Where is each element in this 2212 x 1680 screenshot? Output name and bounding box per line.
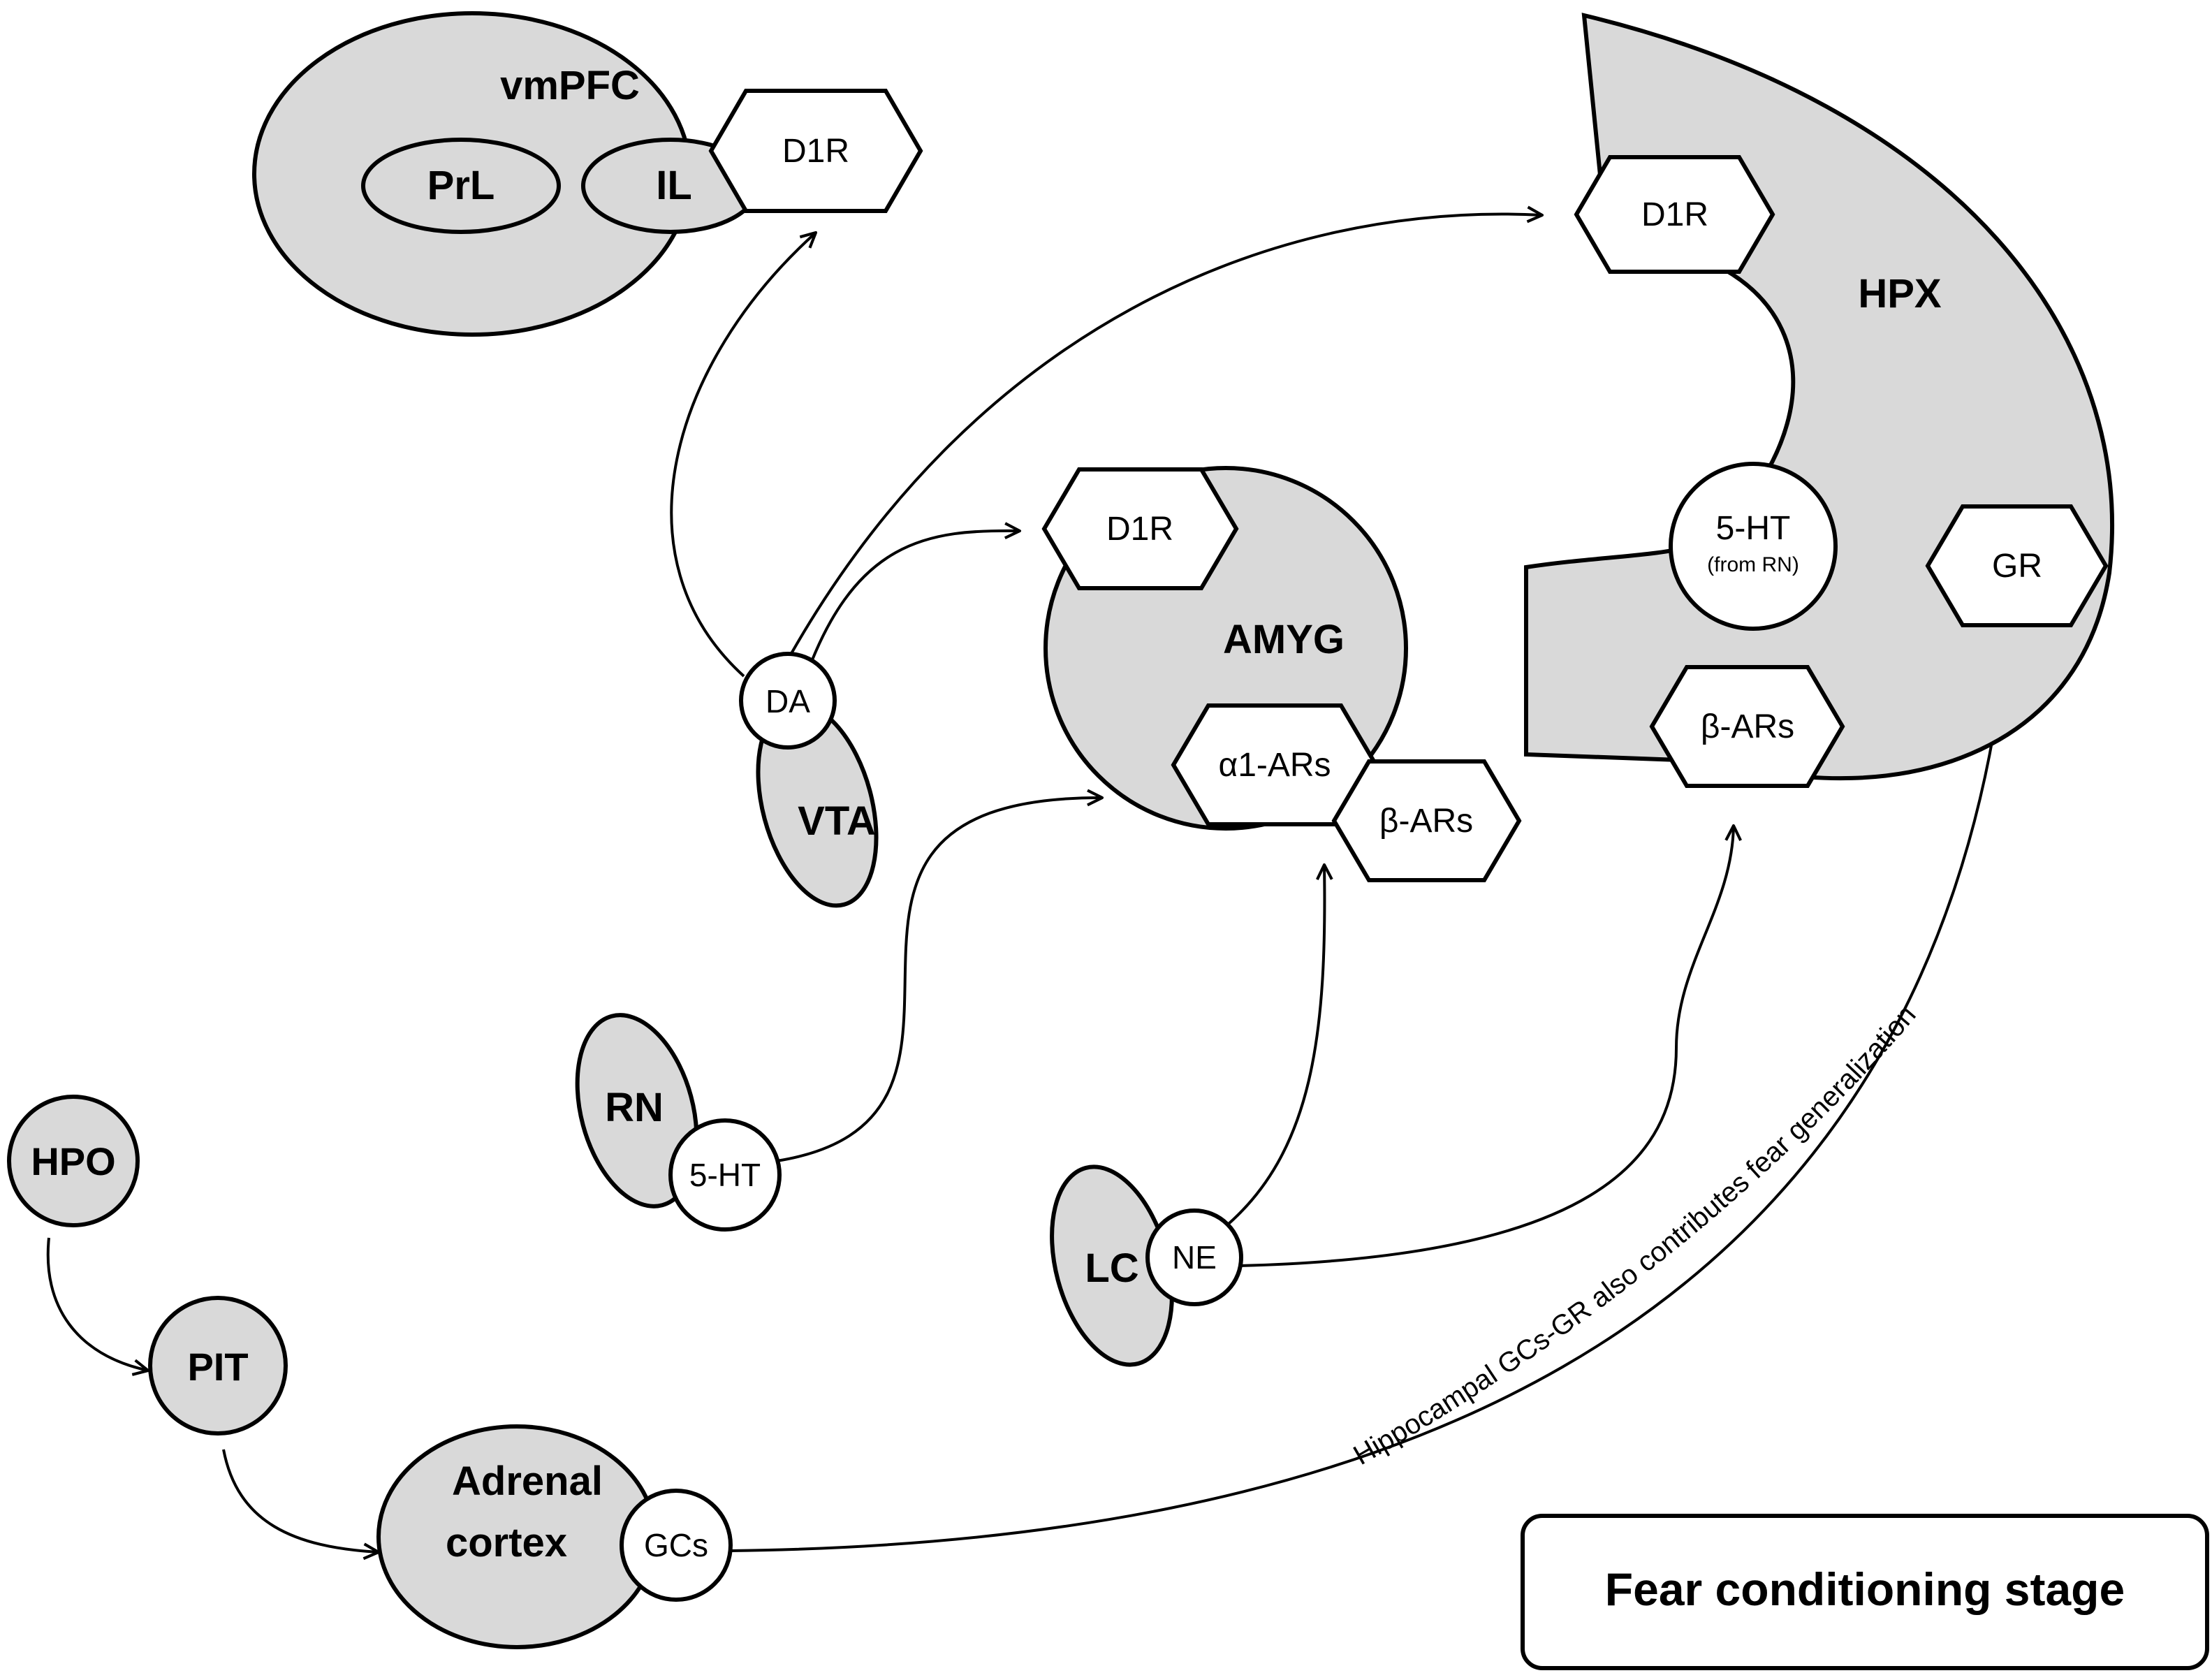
hpx: HPX D1R 5-HT (from RN) GR β-ARs xyxy=(1524,13,2114,788)
il-label: IL xyxy=(656,163,692,208)
arrow-ne-to-hpx-beta xyxy=(1237,824,1742,1267)
ne-transmitter xyxy=(1145,1208,1243,1306)
rn-label: RN xyxy=(605,1085,664,1130)
hpx-region xyxy=(1524,13,2114,781)
gcs-gr-annotation-path: Hippocampal GCs-GR also contributes fear… xyxy=(1348,1000,1921,1471)
arrow-da-to-hpx-d1r xyxy=(782,205,1544,668)
hpo-label: HPO xyxy=(31,1139,115,1183)
vmpfc: vmPFC PrL IL D1R xyxy=(252,11,923,337)
stage-label-frame xyxy=(1521,1514,2209,1670)
gcs-gr-annotation: Hippocampal GCs-GR also contributes fear… xyxy=(1348,1000,1921,1471)
adrenal-label-line1: Adrenal xyxy=(452,1459,603,1504)
gcs-transmitter xyxy=(620,1489,733,1602)
rn-region xyxy=(575,1013,699,1208)
da-transmitter xyxy=(739,652,837,750)
arrow-da-to-amyg-d1r xyxy=(800,522,1022,689)
hpx-5ht-transmitter xyxy=(1669,462,1838,631)
arrow-ne-to-amyg-alpha1 xyxy=(1222,863,1333,1229)
hpx-beta-ars-label: β-ARs xyxy=(1701,708,1794,745)
hpx-label: HPX xyxy=(1858,271,1942,316)
amyg-beta-ars-receptor xyxy=(1331,759,1522,882)
vta-label: VTA xyxy=(798,798,876,844)
hpx-d1r-label: D1R xyxy=(1641,196,1708,233)
vmpfc-d1r-label: D1R xyxy=(782,133,849,170)
hpx-gr-label: GR xyxy=(1992,548,2042,585)
arrow-da-to-vmpfc-d1r xyxy=(670,231,818,678)
arrow-rn-5ht-to-amyg xyxy=(776,789,1104,1162)
hpx-beta-ars-receptor xyxy=(1649,665,1845,788)
pit-region xyxy=(148,1296,288,1436)
connections xyxy=(46,205,2014,1561)
amyg-d1r-label: D1R xyxy=(1106,511,1173,548)
vta: VTA DA xyxy=(739,652,879,908)
ne-label: NE xyxy=(1172,1239,1217,1276)
lc: LC NE xyxy=(1050,1164,1243,1367)
amyg-d1r-receptor xyxy=(1041,467,1239,590)
arrow-pit-to-adrenal xyxy=(222,1449,381,1561)
amyg-beta-ars-label: β-ARs xyxy=(1379,803,1473,840)
hpx-5ht-label: 5-HT xyxy=(1716,510,1791,547)
vmpfc-label: vmPFC xyxy=(500,63,640,108)
da-label: DA xyxy=(766,683,810,720)
rn-5ht-label: 5-HT xyxy=(689,1157,761,1193)
hpa-axis: HPO PIT Adrenal cortex GCs xyxy=(7,1095,733,1649)
arrow-hpo-to-pit xyxy=(46,1237,150,1376)
adrenal-label-line2: cortex xyxy=(446,1520,567,1565)
amyg-alpha1-ars-label: α1-ARs xyxy=(1218,747,1331,784)
hpx-gr-receptor xyxy=(1925,504,2109,627)
hpo-region xyxy=(7,1095,140,1227)
rn: RN 5-HT xyxy=(575,1013,782,1232)
stage-label-box: Fear conditioning stage xyxy=(1521,1514,2209,1670)
prl-label: PrL xyxy=(427,163,495,208)
rn-5ht-transmitter xyxy=(668,1118,782,1232)
amyg-label: AMYG xyxy=(1223,617,1345,662)
hpx-5ht-source-label: (from RN) xyxy=(1707,553,1799,576)
gcs-label: GCs xyxy=(644,1527,708,1563)
amyg: AMYG D1R α1-ARs β-ARs xyxy=(1041,466,1522,882)
prl-subregion xyxy=(361,138,561,234)
pit-label: PIT xyxy=(187,1345,248,1389)
lc-label: LC xyxy=(1085,1246,1138,1291)
hpx-d1r-receptor xyxy=(1574,155,1775,274)
vmpfc-d1r-receptor xyxy=(708,89,923,213)
arrow-gcs-to-hpx-gr xyxy=(729,644,2014,1552)
stage-label: Fear conditioning stage xyxy=(1605,1563,2125,1615)
